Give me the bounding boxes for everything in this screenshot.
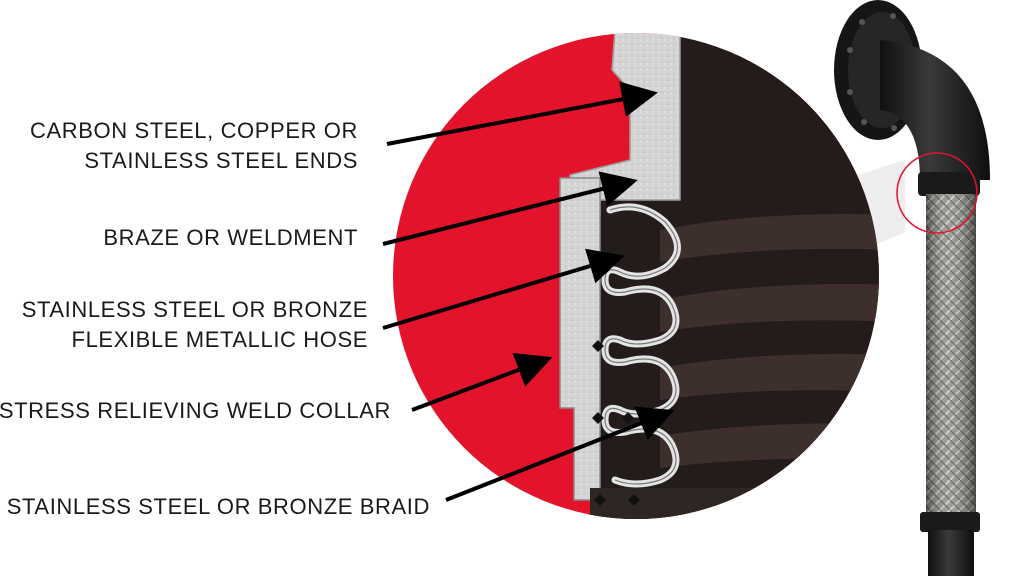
arrow-hose: [382, 248, 625, 330]
arrow-braze: [382, 171, 638, 246]
label-braid: STAINLESS STEEL OR BRONZE BRAID: [7, 492, 430, 522]
label-weld-collar: STRESS RELIEVING WELD COLLAR: [0, 396, 391, 426]
detail-ring: [896, 152, 978, 234]
label-collar-text: STRESS RELIEVING WELD COLLAR: [0, 398, 391, 423]
label-hose-line1: STAINLESS STEEL OR BRONZE: [21, 297, 368, 322]
pipe-bottom-collar: [920, 512, 980, 532]
label-ends-line1: CARBON STEEL, COPPER OR: [30, 118, 358, 143]
label-braze-weldment: BRAZE OR WELDMENT: [103, 223, 358, 253]
braid-diamonds: [592, 340, 640, 506]
label-flexible-hose: STAINLESS STEEL OR BRONZE FLEXIBLE METAL…: [22, 295, 368, 355]
leader-arrows: [382, 81, 675, 502]
label-braid-text: STAINLESS STEEL OR BRONZE BRAID: [6, 494, 430, 519]
arrow-collar: [411, 353, 553, 412]
label-hose-line2: FLEXIBLE METALLIC HOSE: [71, 327, 368, 352]
label-braze-text: BRAZE OR WELDMENT: [103, 225, 358, 250]
arrow-ends: [386, 81, 658, 146]
pipe-elbow: [880, 40, 990, 180]
arrow-braid: [445, 406, 675, 502]
pipe-assembly: [834, 0, 990, 576]
label-carbon-steel-ends: CARBON STEEL, COPPER OR STAINLESS STEEL …: [30, 116, 358, 176]
pipe-top-collar: [918, 172, 980, 196]
label-ends-line2: STAINLESS STEEL ENDS: [84, 148, 358, 173]
pipe-lower: [928, 530, 974, 576]
